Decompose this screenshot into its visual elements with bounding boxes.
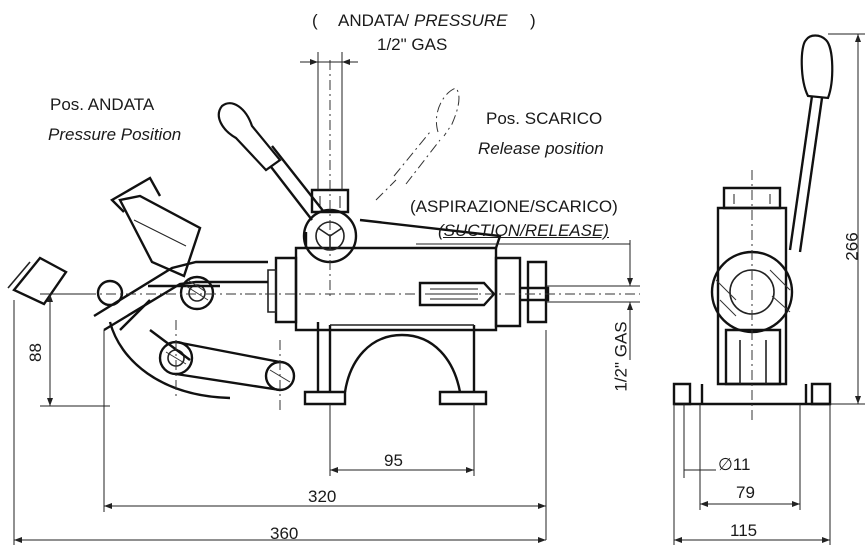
dim-88: 88: [25, 343, 45, 362]
dim-320: 320: [308, 487, 337, 506]
side-view: [672, 34, 834, 478]
front-dimensions: [13, 52, 640, 545]
release-position-label: Release position: [478, 139, 604, 158]
suction-release-label: (SUCTION/RELEASE): [438, 221, 609, 240]
pressure-handle: [217, 102, 325, 221]
valve-head: [302, 60, 358, 300]
dim-79: 79: [736, 483, 755, 502]
dim-115: 115: [730, 521, 758, 540]
top-close-paren: ): [530, 11, 536, 30]
side-gas-label: 1/2" GAS: [611, 321, 631, 392]
top-pressure-label: PRESSURE: [414, 11, 508, 30]
top-open-paren: (: [312, 11, 318, 30]
aspirazione-scarico-label: (ASPIRAZIONE/SCARICO): [410, 197, 618, 216]
top-andata-label: ANDATA/: [338, 11, 410, 30]
dim-360: 360: [270, 524, 299, 543]
release-handle: [375, 87, 460, 201]
pos-andata-label: Pos. ANDATA: [50, 95, 155, 114]
side-dimensions: [673, 33, 865, 545]
pressure-position-label: Pressure Position: [48, 125, 182, 144]
pump-cylinder: [245, 218, 640, 332]
lever-linkage: [7, 176, 296, 410]
dim-266: 266: [842, 232, 862, 261]
pos-scarico-label: Pos. SCARICO: [486, 109, 603, 128]
pump-base: [303, 322, 488, 406]
front-view: [7, 60, 640, 410]
top-gas-label: 1/2" GAS: [377, 35, 448, 54]
dim-11: ∅11: [718, 455, 751, 474]
dim-95: 95: [384, 451, 403, 470]
